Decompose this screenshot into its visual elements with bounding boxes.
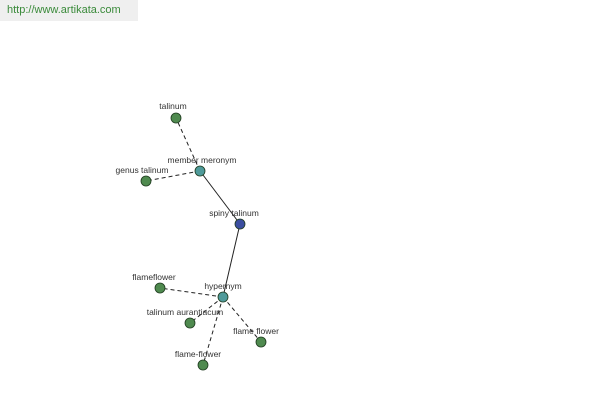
graph-nodes <box>140 112 267 371</box>
node-hypernym[interactable] <box>217 291 229 303</box>
node-label-flameflower[interactable]: flameflower <box>132 272 176 282</box>
node-label-spiny-talinum[interactable]: spiny talinum <box>209 208 259 218</box>
node-label-talinum-aurantiacum[interactable]: talinum aurantiacum <box>147 307 224 317</box>
node-label-flame-flower[interactable]: flame flower <box>233 326 279 336</box>
node-label-member-meronym[interactable]: member meronym <box>168 155 237 165</box>
edge-member-meronym-to-talinum <box>175 117 201 172</box>
source-link[interactable]: http://www.artikata.com <box>7 4 121 16</box>
edge-hypernym-to-flame-flower <box>202 296 224 366</box>
node-talinum[interactable] <box>170 112 182 124</box>
node-genus-talinum[interactable] <box>140 175 152 187</box>
node-label-hypernym[interactable]: hypernym <box>204 281 241 291</box>
edge-hypernym-to-talinum-aurantiacum <box>189 296 224 324</box>
graph-labels: spiny talinum member meronym hypernym talin… <box>116 101 280 359</box>
node-spiny-talinum[interactable] <box>234 218 246 230</box>
edge-hypernym-to-flame-flower <box>222 296 262 343</box>
edge-spiny-talinum-to-member-meronym <box>199 170 241 225</box>
node-flame-flower[interactable] <box>197 359 209 371</box>
edge-spiny-talinum-to-hypernym <box>222 223 241 298</box>
edge-member-meronym-to-genus-talinum <box>145 170 201 182</box>
node-label-genus-talinum[interactable]: genus talinum <box>116 165 169 175</box>
url-bar: http://www.artikata.com <box>0 0 138 21</box>
node-flameflower[interactable] <box>154 282 166 294</box>
node-member-meronym[interactable] <box>194 165 206 177</box>
node-label-talinum[interactable]: talinum <box>159 101 186 111</box>
graph-edges <box>145 117 262 366</box>
node-flame-flower[interactable] <box>255 336 267 348</box>
node-label-flame-flower[interactable]: flame-flower <box>175 349 221 359</box>
node-talinum-aurantiacum[interactable] <box>184 317 196 329</box>
edge-hypernym-to-flameflower <box>159 287 224 298</box>
